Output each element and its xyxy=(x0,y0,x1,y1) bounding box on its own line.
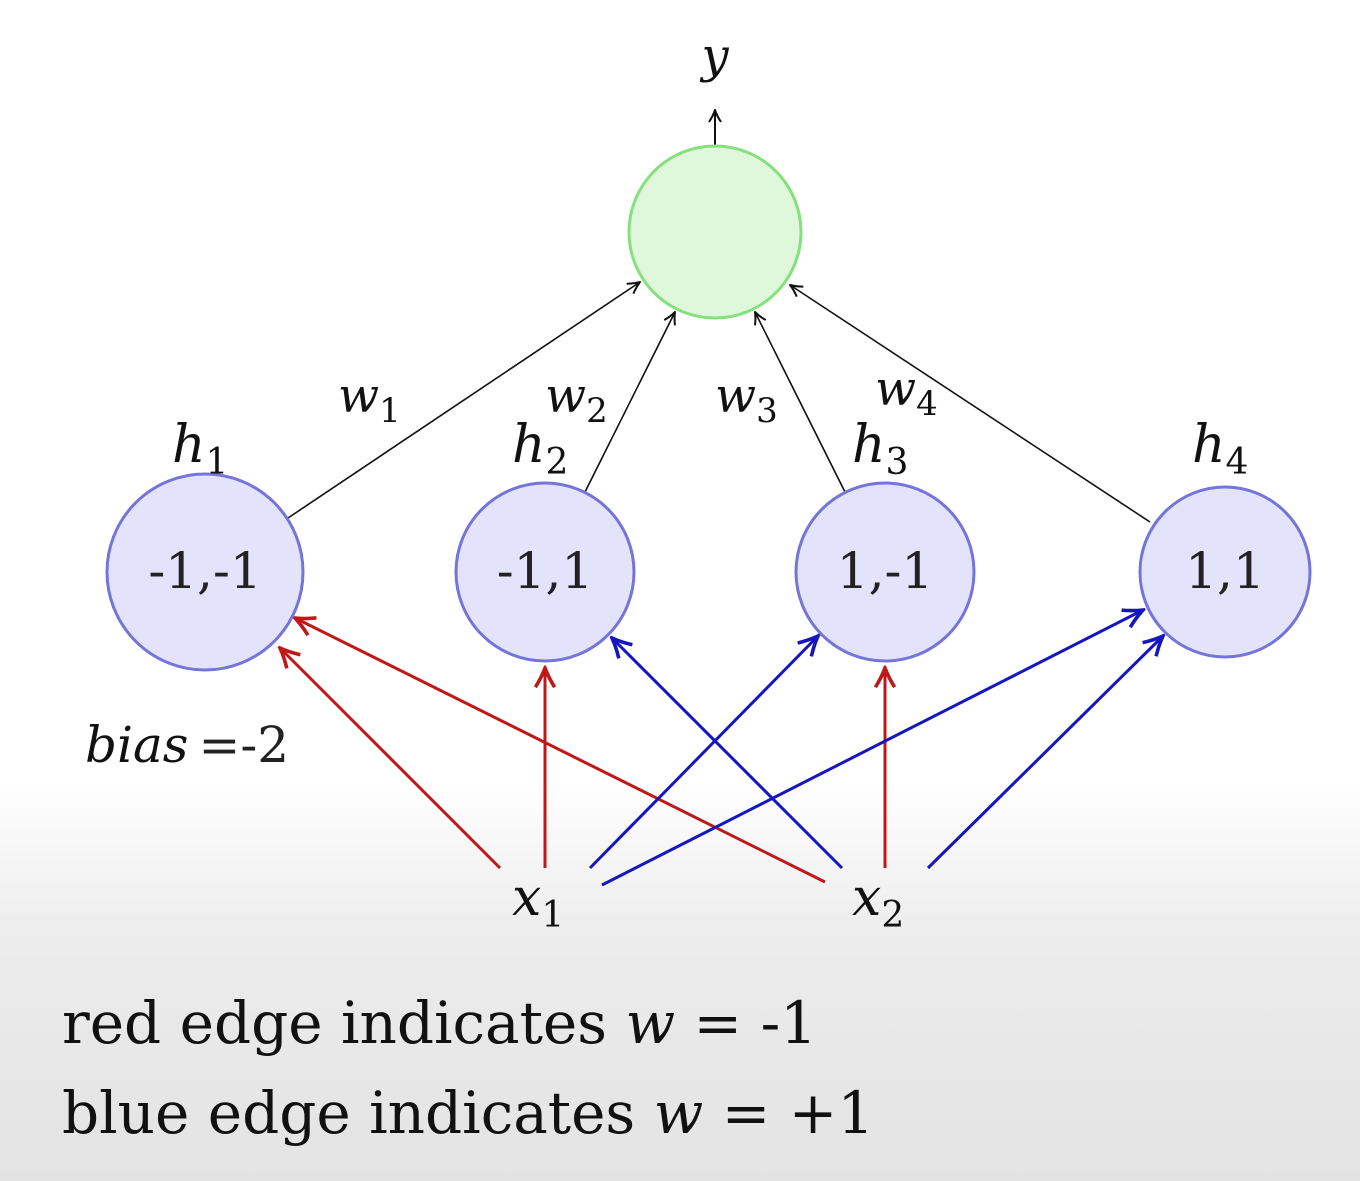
edge-h1-y xyxy=(287,282,640,519)
bias-label: bias=-2 xyxy=(85,716,289,774)
hidden-to-output-edges xyxy=(287,282,1151,523)
hidden-label-2: h2 xyxy=(512,415,568,483)
hidden-node-2: -1,1 xyxy=(454,481,636,663)
edge-x1-h3 xyxy=(588,636,818,870)
edge-x2-h2 xyxy=(612,638,844,870)
hidden-node-1: -1,-1 xyxy=(105,472,305,672)
edge-x2-h4 xyxy=(926,636,1163,870)
weight-label-2: w2 xyxy=(545,368,608,431)
legend-blue: blue edge indicates w = +1 xyxy=(62,1079,874,1147)
output-label: y xyxy=(699,28,729,84)
hidden-node-4: 1,1 xyxy=(1138,485,1312,659)
input-label-2: x2 xyxy=(852,868,904,936)
hidden-node-2-value: -1,1 xyxy=(497,542,593,600)
hidden-node-1-value: -1,-1 xyxy=(148,542,261,600)
edge-h3-y xyxy=(755,312,846,493)
edge-x1-h4 xyxy=(601,610,1143,887)
hidden-node-3: 1,-1 xyxy=(794,481,976,663)
hidden-label-1: h1 xyxy=(172,415,228,483)
output-node xyxy=(627,144,803,320)
hidden-node-3-value: 1,-1 xyxy=(837,542,933,600)
edge-x1-h1 xyxy=(280,648,502,870)
edge-h2-y xyxy=(584,312,675,493)
edge-x2-h1 xyxy=(295,618,826,884)
weight-label-1: w1 xyxy=(338,368,401,431)
input-label-1: x1 xyxy=(512,868,564,936)
weight-label-4: w4 xyxy=(875,361,938,424)
legend-red: red edge indicates w = -1 xyxy=(62,989,817,1057)
input-to-hidden-edges xyxy=(280,610,1163,887)
edge-h4-y xyxy=(790,285,1151,523)
hidden-label-3: h3 xyxy=(852,415,908,483)
hidden-node-4-value: 1,1 xyxy=(1185,542,1265,600)
hidden-label-4: h4 xyxy=(1192,415,1248,483)
weight-label-3: w3 xyxy=(715,368,778,431)
